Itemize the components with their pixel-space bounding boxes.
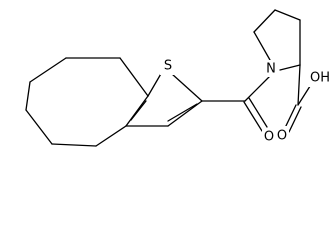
bond-thio-c-s <box>147 71 163 97</box>
bond-c2-cooh <box>297 64 301 106</box>
amide-carbonyl <box>201 75 271 132</box>
bond-pyr-n-c5 <box>253 31 271 61</box>
atom-labels: S N O O OH <box>160 57 333 145</box>
acid-carbonyl-oxygen-label: O <box>277 129 287 144</box>
bond-thio-fused-inner <box>130 100 147 121</box>
bond-c7-6 <box>51 143 97 147</box>
cycloheptane-ring <box>25 57 149 147</box>
carboxylic-acid <box>283 64 313 133</box>
bond-carbonyl-o-2 <box>248 97 268 128</box>
bond-pyr-c4-c3 <box>274 9 301 21</box>
bond-pyr-c2-n <box>279 64 301 71</box>
bond-thio-c-c-inner <box>167 103 198 122</box>
bond-carbonyl-o-1 <box>243 101 263 132</box>
bond-carbonyl-n <box>244 75 271 102</box>
nitrogen-label: N <box>266 62 276 77</box>
bond-cooh-o-1 <box>283 104 297 131</box>
sulfur-label: S <box>164 59 172 74</box>
molecule-structure-diagram: S N O O OH <box>25 9 333 147</box>
hydroxyl-label: OH <box>310 71 330 86</box>
bond-c7-1 <box>119 57 149 97</box>
bond-thio-fused <box>125 95 149 127</box>
bond-c7-7 <box>95 125 127 147</box>
bond-cooh-o-2 <box>288 106 302 133</box>
bond-thio-s-c <box>171 73 203 102</box>
bond-c7-3 <box>29 57 67 83</box>
bond-pyr-c5-c4 <box>253 9 276 33</box>
carbonyl-oxygen-label: O <box>264 130 274 145</box>
thiophene-ring <box>125 71 203 127</box>
bond-c7-5 <box>25 109 53 145</box>
pyrrolidine-ring <box>253 9 301 71</box>
bond-c7-4 <box>25 81 31 111</box>
bond-thio-c-c <box>167 100 203 127</box>
